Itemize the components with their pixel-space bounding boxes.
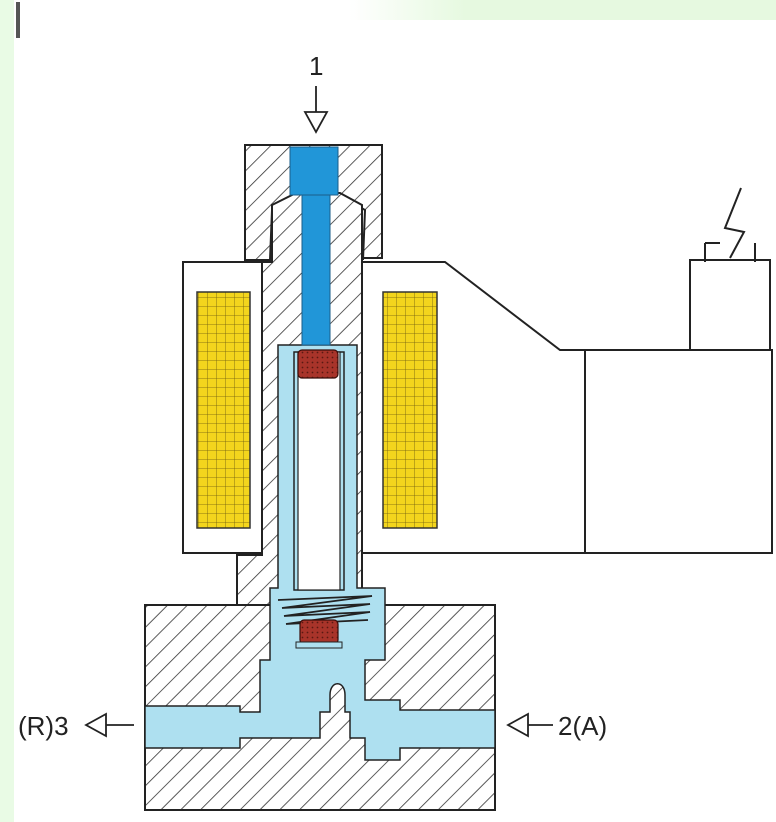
port-a-arrow-icon: [506, 712, 553, 738]
lower-seal: [299, 619, 339, 645]
electrical-connector: [689, 259, 771, 351]
coil-winding-left: [196, 291, 251, 529]
lightning-bolt-icon: [704, 187, 756, 262]
port-1-label: 1: [309, 51, 323, 81]
port-2a-label: 2(A): [558, 711, 607, 741]
port-r3-label: (R)3: [18, 711, 69, 741]
upper-seal: [297, 349, 339, 379]
plunger-seat: [295, 641, 343, 649]
background-tint-top: [0, 0, 776, 20]
port-r-arrow-icon: [84, 712, 134, 738]
inlet-arrow-icon: [303, 86, 329, 134]
inlet-passage: [289, 146, 339, 346]
background-tint-left: [0, 0, 14, 822]
coil-winding-right: [382, 291, 438, 529]
plunger-bore: [293, 351, 345, 591]
corner-mark: [16, 2, 20, 38]
